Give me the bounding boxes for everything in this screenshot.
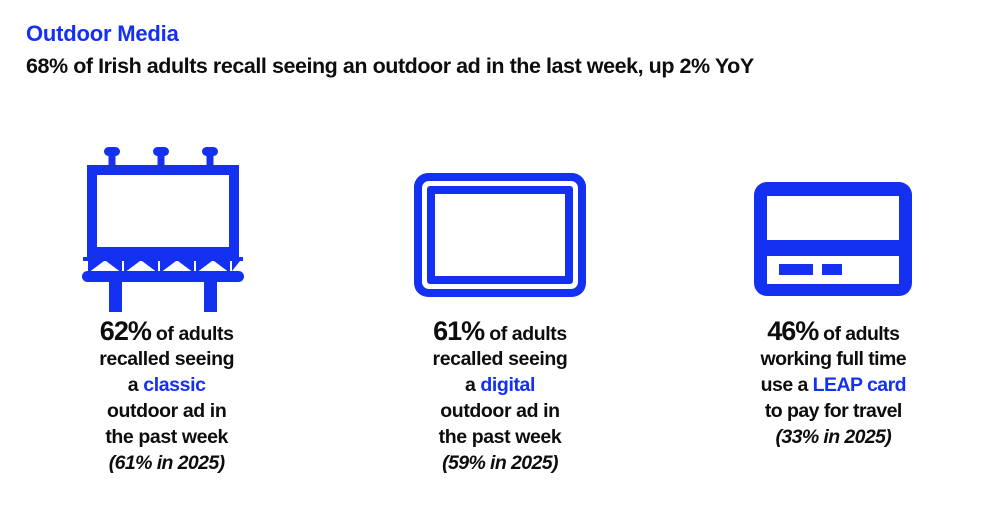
stat-columns: 62% of adults recalled seeing a classic … xyxy=(0,140,1000,477)
caption-highlight: LEAP card xyxy=(812,374,907,397)
stat-column-leap: 46% of adults working full time use a LE… xyxy=(667,140,1000,451)
caption-line-4: outdoor ad in xyxy=(440,400,560,423)
stat-value: 62% xyxy=(99,316,152,346)
caption-line-4: to pay for travel xyxy=(764,400,903,423)
stat-suffix: of adults xyxy=(818,323,900,345)
caption-line-5: the past week xyxy=(438,426,562,449)
caption-note: (61% in 2025) xyxy=(108,452,225,475)
caption-line-2: recalled seeing xyxy=(432,348,568,371)
icon-container xyxy=(81,140,252,318)
caption-note: (59% in 2025) xyxy=(442,452,558,475)
caption-line-4: outdoor ad in xyxy=(106,400,227,423)
caption-line-2: recalled seeing xyxy=(99,348,235,371)
billboard-classic-icon xyxy=(81,147,244,312)
caption-highlight: digital xyxy=(480,374,536,397)
icon-container xyxy=(752,140,914,318)
stat-column-digital: 61% of adults recalled seeing a digital … xyxy=(333,140,666,477)
stat-caption: 61% of adults recalled seeing a digital … xyxy=(433,318,568,477)
caption-note: (33% in 2025) xyxy=(775,426,892,449)
stat-value: 61% xyxy=(433,316,485,346)
caption-line-2: working full time xyxy=(760,348,907,371)
stat-value: 46% xyxy=(767,316,819,346)
digital-screen-icon xyxy=(413,173,586,297)
stat-caption: 46% of adults working full time use a LE… xyxy=(761,318,907,451)
stat-column-classic: 62% of adults recalled seeing a classic … xyxy=(0,140,333,477)
header-block: Outdoor Media 68% of Irish adults recall… xyxy=(26,21,986,79)
caption-highlight: classic xyxy=(143,374,206,397)
stat-caption: 62% of adults recalled seeing a classic … xyxy=(99,318,234,477)
section-kicker: Outdoor Media xyxy=(26,21,179,46)
leap-card-icon xyxy=(754,182,913,296)
caption-line-5: the past week xyxy=(105,426,228,449)
stat-suffix: of adults xyxy=(150,323,234,345)
caption-line-3-prefix: a xyxy=(464,374,481,397)
page-headline: 68% of Irish adults recall seeing an out… xyxy=(26,54,754,79)
caption-line-3-prefix: a xyxy=(127,374,144,397)
stat-suffix: of adults xyxy=(484,323,567,345)
caption-line-3-prefix: use a xyxy=(760,374,813,397)
icon-container xyxy=(412,140,588,318)
